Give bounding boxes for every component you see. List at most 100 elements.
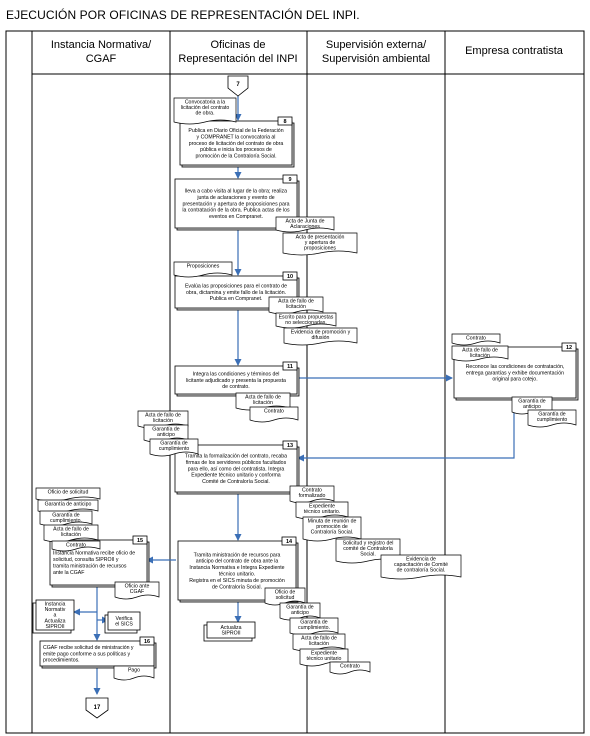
document-text: de contraloría Social. bbox=[397, 568, 446, 574]
system-text: a bbox=[54, 613, 57, 619]
step-number: 14 bbox=[286, 539, 293, 545]
system-text: SIPROII bbox=[221, 631, 240, 637]
document-text: Garantía de anticipo bbox=[45, 502, 92, 508]
step-text: obra, dictamina y emite fallo de la lici… bbox=[186, 290, 286, 296]
step-text: original para cotejo. bbox=[492, 377, 537, 383]
document-pago: Pago bbox=[113, 665, 155, 681]
step-number: 15 bbox=[137, 538, 143, 544]
step-text: ante la CGAF bbox=[53, 570, 84, 576]
document-text: anticipo bbox=[157, 432, 175, 438]
step-number: 11 bbox=[287, 364, 293, 370]
document-text: técnico unitario bbox=[307, 656, 342, 662]
document-text: Escrito para propuestas bbox=[279, 315, 334, 321]
lane-header-supervision: Supervisión externa/ Supervisión ambient… bbox=[322, 39, 430, 65]
step-text: Tramita ministración de recursos para bbox=[194, 552, 281, 558]
lane-header-line: CGAF bbox=[86, 53, 117, 65]
document-text: licitación bbox=[286, 304, 306, 310]
document-text: Acta de fallo de bbox=[53, 527, 89, 533]
lane-header-line: Empresa contratista bbox=[465, 45, 564, 57]
document-text: licitación bbox=[470, 353, 490, 359]
step-text: CGAF recibe solicitud de ministración y bbox=[43, 645, 134, 651]
document-text: cumplimiento. bbox=[298, 625, 330, 631]
document-text: Contrato bbox=[466, 336, 486, 342]
step-text: procedimientos. bbox=[43, 658, 80, 664]
connector-7: 7 bbox=[227, 75, 249, 97]
document-text: anticipo bbox=[291, 610, 309, 616]
document-text: Acta de fallo de bbox=[145, 413, 181, 419]
document-text: Expediente bbox=[311, 651, 337, 657]
document-text: licitación bbox=[309, 641, 329, 647]
document-text: comité de Contraloría bbox=[343, 546, 393, 552]
lane-header-line: Supervisión ambiental bbox=[322, 53, 430, 65]
step-text: entrega garantías y exhibe documentación bbox=[466, 370, 564, 376]
document-text: Aclaraciones bbox=[290, 224, 320, 230]
document-text: Garantía de bbox=[538, 412, 566, 418]
step-text: pública e inicia los procesos de bbox=[200, 147, 272, 153]
step-text: Reconoce las condiciones de contratación… bbox=[466, 364, 565, 370]
document-text: Contraloría Social. bbox=[311, 530, 354, 536]
step-text: solicitud, consulta SIPROII y bbox=[53, 557, 119, 563]
lane-header-line: Oficinas de bbox=[210, 39, 265, 51]
connector-17: 17 bbox=[85, 697, 109, 719]
step-number: 13 bbox=[287, 443, 293, 449]
system-text: Verifica bbox=[115, 616, 132, 622]
document-text: capacitación de Comité bbox=[394, 562, 448, 568]
step-text: la contratación de la obra. Publica acta… bbox=[182, 208, 290, 214]
document-contrato-11: Contrato bbox=[249, 406, 299, 423]
document-text: Solicitud y registro del bbox=[343, 541, 394, 547]
step-number: 10 bbox=[287, 274, 293, 280]
document-text: y apertura de bbox=[305, 240, 336, 246]
document-text: Acta de presentación bbox=[296, 235, 345, 241]
document-text: solicitud bbox=[276, 595, 295, 601]
system-text: Instancia bbox=[45, 602, 66, 608]
step-text: firmas de los servidores públicos facult… bbox=[186, 460, 287, 466]
document-text: Evidencia de promoción y bbox=[291, 330, 351, 336]
document-oficio-solicitud-15: Oficio de solicitud bbox=[35, 487, 101, 502]
step-number: 8 bbox=[283, 119, 286, 125]
document-text: anticipo bbox=[523, 404, 541, 410]
document-text: Evidencia de bbox=[406, 557, 436, 563]
document-text: Contrato bbox=[66, 543, 86, 549]
step-text: emite pago conforme a sus políticas y bbox=[43, 651, 130, 657]
step-text: Expediente técnico unitario y conforma bbox=[191, 473, 281, 479]
document-text: técnico unitario. bbox=[304, 509, 340, 515]
step-text: Instancia Normativa e Integra Expediente bbox=[189, 565, 284, 571]
document-text: Minuta de reunión de bbox=[308, 519, 357, 525]
step-text: para ello, así como del contratista. Int… bbox=[188, 466, 285, 472]
diagram-title: EJECUCIÓN POR OFICINAS DE REPRESENTACIÓN… bbox=[6, 8, 360, 22]
document-text: cumplimiento. bbox=[50, 518, 82, 524]
document-text: difusión bbox=[312, 335, 330, 341]
document-text: Expediente bbox=[309, 504, 335, 510]
document-proposiciones: Proposiciones bbox=[173, 261, 233, 278]
system-text: SIPROII bbox=[45, 624, 64, 630]
step-text: Instancia Normativa recibe oficio de bbox=[53, 551, 135, 557]
document-text: promoción de bbox=[316, 524, 348, 530]
step-text: Publica en Diario Oficial de la Federaci… bbox=[188, 128, 283, 134]
document-text: licitación bbox=[61, 532, 81, 538]
document-text: cumplimiento bbox=[159, 446, 190, 452]
step-text: promoción de la Contraloría Social. bbox=[195, 154, 276, 160]
document-text: Pago bbox=[128, 668, 140, 674]
document-text: Garantía de bbox=[52, 513, 80, 519]
lane-header-instancia: Instancia Normativa/ CGAF bbox=[51, 39, 152, 65]
